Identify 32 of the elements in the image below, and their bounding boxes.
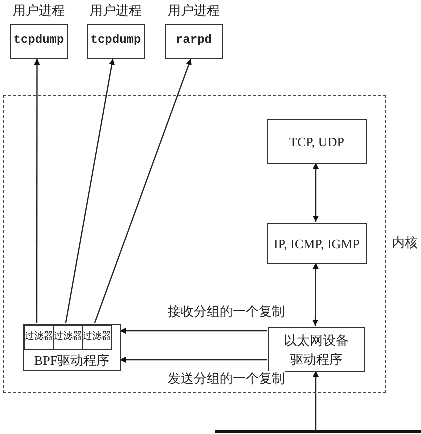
arrow bbox=[120, 328, 267, 334]
arrow bbox=[313, 163, 319, 222]
arrow bbox=[65, 58, 115, 324]
filter-label: 过滤器 bbox=[25, 330, 53, 343]
process-name: tcpdump bbox=[12, 33, 66, 47]
filter-box bbox=[53, 325, 83, 350]
process-heading: 用户进程 bbox=[12, 2, 66, 20]
arrow bbox=[34, 59, 40, 323]
process-heading: 用户进程 bbox=[89, 2, 143, 20]
arrow bbox=[312, 263, 319, 326]
network-line bbox=[215, 430, 421, 433]
process-name: tcpdump bbox=[90, 33, 142, 47]
box-label: BPF驱动程序 bbox=[33, 352, 111, 370]
filter-box bbox=[24, 325, 54, 350]
edge-label: 发送分组的一个复制 bbox=[168, 371, 285, 386]
box-label: IP, ICMP, IGMP bbox=[273, 235, 361, 253]
process-box bbox=[268, 327, 365, 372]
kernel-label: 内核 bbox=[392, 234, 418, 252]
edge-label: 接收分组的一个复制 bbox=[168, 304, 285, 319]
box-label: TCP, UDP bbox=[288, 133, 346, 151]
filter-box bbox=[82, 325, 112, 350]
process-box bbox=[267, 119, 367, 164]
box-label: 以太网设备驱动程序 bbox=[283, 332, 350, 368]
process-name: rarpd bbox=[174, 33, 213, 47]
filter-label: 过滤器 bbox=[83, 330, 111, 343]
arrow bbox=[120, 357, 267, 363]
process-box bbox=[267, 223, 367, 264]
process-heading: 用户进程 bbox=[167, 2, 221, 20]
arrow bbox=[313, 371, 319, 430]
filter-label: 过滤器 bbox=[54, 330, 82, 343]
arrow bbox=[94, 58, 192, 324]
driver-box bbox=[23, 324, 121, 371]
